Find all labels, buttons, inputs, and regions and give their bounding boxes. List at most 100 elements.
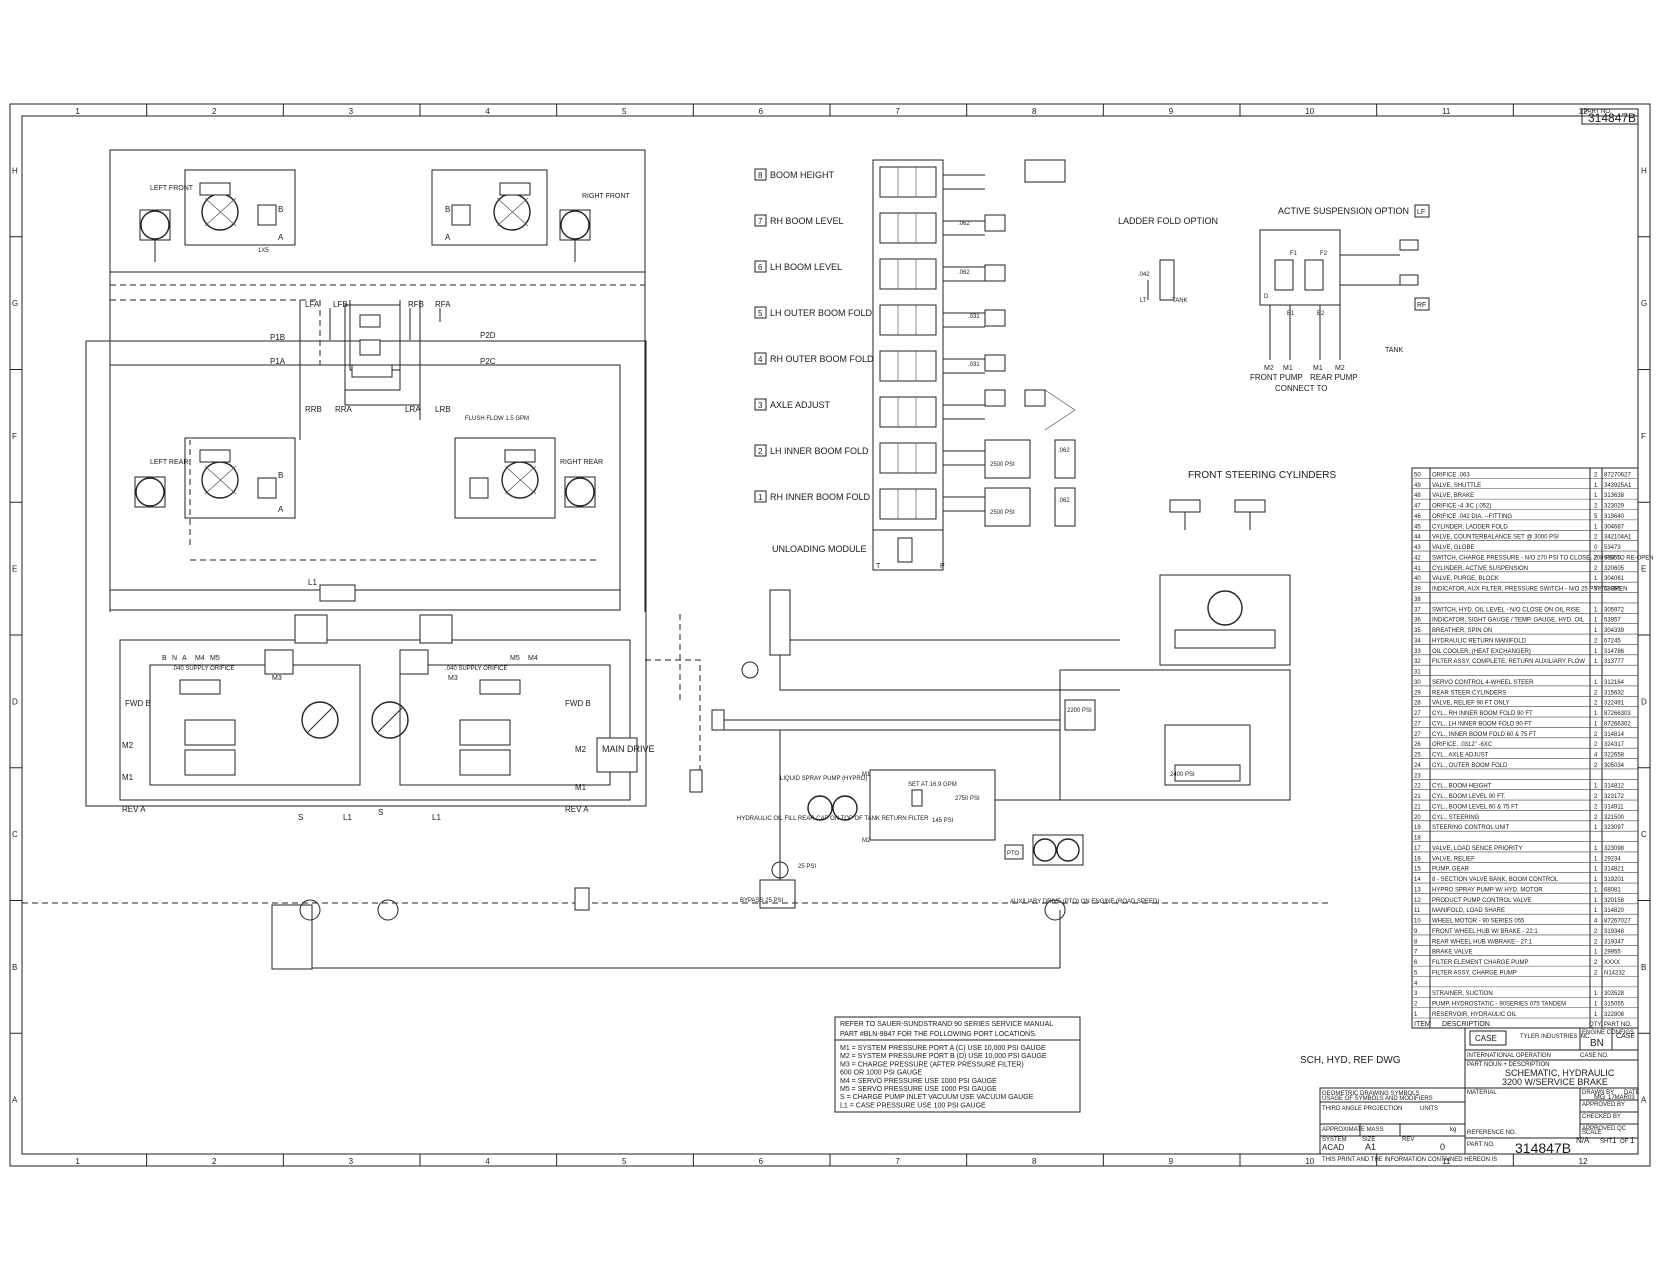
bom-part: XXXX: [1604, 960, 1620, 966]
port-rfb: RFB: [408, 300, 424, 309]
bom-qty: 1: [1594, 825, 1598, 831]
label-2500psi-a: 2500 PSI: [990, 462, 1015, 468]
bom-part: 315055: [1604, 1002, 1625, 1008]
bom-part: 321500: [1604, 815, 1625, 821]
column-label-top: 7: [895, 107, 900, 116]
bom-part: 319347: [1604, 939, 1625, 945]
column-label-top: 10: [1305, 107, 1314, 116]
bom-desc: ORIFICE, .0312" -6XC: [1432, 742, 1493, 748]
pin-f2: F2: [1320, 251, 1328, 257]
section-label: RH OUTER BOOM FOLD: [770, 354, 874, 364]
label-2500psi-b: 2500 PSI: [990, 510, 1015, 516]
case-no-label: CASE NO.: [1580, 1053, 1609, 1059]
row-label-left: B: [12, 963, 17, 972]
column-label-top: 5: [622, 107, 627, 116]
notes-line: M4 = SERVO PRESSURE USE 1000 PSI GAUGE: [840, 1078, 997, 1085]
port-p1b: P1B: [270, 333, 285, 342]
bom-qty: 2: [1594, 690, 1598, 696]
date-value: 17MAR03: [1608, 1095, 1635, 1101]
bom-header-desc: DESCRIPTION: [1442, 1021, 1490, 1028]
column-label-bottom: 3: [349, 1157, 354, 1166]
section-number: 6: [758, 263, 763, 272]
bom-part: 313777: [1604, 659, 1625, 665]
label-rev-a-right: REV A: [565, 805, 589, 814]
label-2200psi: 2200 PSI: [1067, 708, 1092, 714]
bom-desc: FILTER ELEMENT CHARGE PUMP: [1432, 960, 1528, 966]
bom-item: 25: [1414, 753, 1421, 759]
bom-qty: 2: [1594, 535, 1598, 541]
column-label-bottom: 12: [1579, 1157, 1588, 1166]
label-m1-right: M1: [575, 783, 587, 792]
bom-part: 53050: [1604, 555, 1621, 561]
port-lfa: LFA: [305, 300, 320, 309]
section-label: RH BOOM LEVEL: [770, 216, 844, 226]
valve-work-lines: [943, 496, 985, 512]
bom-item: 35: [1414, 628, 1421, 634]
label-m1-susp-a: M1: [1283, 365, 1293, 372]
top-part-number-label: PART NO.: [1584, 109, 1612, 115]
bom-part: 314812: [1604, 784, 1625, 790]
bom-desc: REAR WHEEL HUB W/BRAKE - 27:1: [1432, 939, 1533, 945]
bom-desc: BRAKE VALVE: [1432, 950, 1472, 956]
port-p2c: P2C: [480, 357, 496, 366]
bom-part: N14232: [1604, 970, 1626, 976]
bom-part: 322658: [1604, 753, 1625, 759]
bom-qty: 1: [1594, 493, 1598, 499]
section-number-box: [754, 444, 767, 457]
section-label: RH INNER BOOM FOLD: [770, 492, 871, 502]
bom-desc: BREATHER, SPIN ON: [1432, 628, 1492, 634]
column-label-top: 6: [759, 107, 764, 116]
label-pto: PTO: [1007, 851, 1020, 857]
bom-part: 305972: [1604, 607, 1625, 613]
row-label-right: D: [1641, 697, 1647, 706]
part-no-value: 314847B: [1515, 1140, 1571, 1156]
bom-part: 87270627: [1604, 472, 1631, 478]
port-p2d: P2D: [480, 331, 496, 340]
section-number-box: [754, 260, 767, 273]
bom-desc: SERVO CONTROL 4-WHEEL STEER: [1432, 680, 1534, 686]
bom-qty: 2: [1594, 504, 1598, 510]
column-label-bottom: 5: [622, 1157, 627, 1166]
label-orifice-062-d: .062: [1058, 498, 1070, 504]
valve-section: [879, 258, 937, 290]
label-supply-right: .040 SUPPLY ORIFICE: [445, 666, 507, 672]
bom-qty: 1: [1594, 1002, 1598, 1008]
pin-d: D: [1264, 294, 1269, 300]
bom-item: 27: [1414, 711, 1421, 717]
bom-qty: 1: [1594, 1012, 1598, 1018]
label-l1-right: L1: [432, 813, 441, 822]
bom-qty: 1: [1594, 991, 1598, 997]
bom-qty: 2: [1594, 804, 1598, 810]
bom-qty: 4: [1594, 919, 1598, 925]
label-main-drive: MAIN DRIVE: [602, 744, 655, 754]
bom-part: 323029: [1604, 504, 1625, 510]
bom-item: 44: [1414, 535, 1421, 541]
bom-desc: HYPRO SPRAY PUMP W/ HYD. MOTOR: [1432, 887, 1543, 893]
bom-desc: PRODUCT PUMP CONTROL VALVE: [1432, 898, 1531, 904]
label-active-suspension: ACTIVE SUSPENSION OPTION: [1278, 206, 1409, 216]
section-number: 8: [758, 171, 763, 180]
bom-qty: 2: [1594, 960, 1598, 966]
bom-item: 33: [1414, 649, 1421, 655]
column-label-bottom: 6: [759, 1157, 764, 1166]
kg-label: kg: [1450, 1127, 1456, 1133]
bom-qty: 1: [1594, 856, 1598, 862]
port-b-rf: B: [445, 205, 450, 214]
port-notes-box: REFER TO SAUER-SUNDSTRAND 90 SERIES SERV…: [834, 1016, 1081, 1113]
bom-qty: 1: [1594, 711, 1598, 717]
pin-b2: B2: [1317, 311, 1325, 317]
bom-qty: 1: [1594, 576, 1598, 582]
section-number-box: [754, 398, 767, 411]
bom-item: 17: [1414, 846, 1421, 852]
bom-qty: 2: [1594, 555, 1598, 561]
notes-line: M2 = SYSTEM PRESSURE PORT B (D) USE 10,0…: [840, 1053, 1047, 1060]
section-number-box: [754, 168, 767, 181]
bom-qty: YY: [1594, 587, 1602, 593]
label-25psi: 25 PSI: [798, 864, 816, 870]
label-unloading-module: UNLOADING MODULE: [772, 544, 867, 554]
label-connect-to: CONNECT TO: [1275, 384, 1327, 393]
bom-item: 37: [1414, 607, 1421, 613]
valve-work-lines: [943, 450, 985, 466]
bom-desc: VALVE, PURGE, BLOCK: [1432, 576, 1499, 582]
